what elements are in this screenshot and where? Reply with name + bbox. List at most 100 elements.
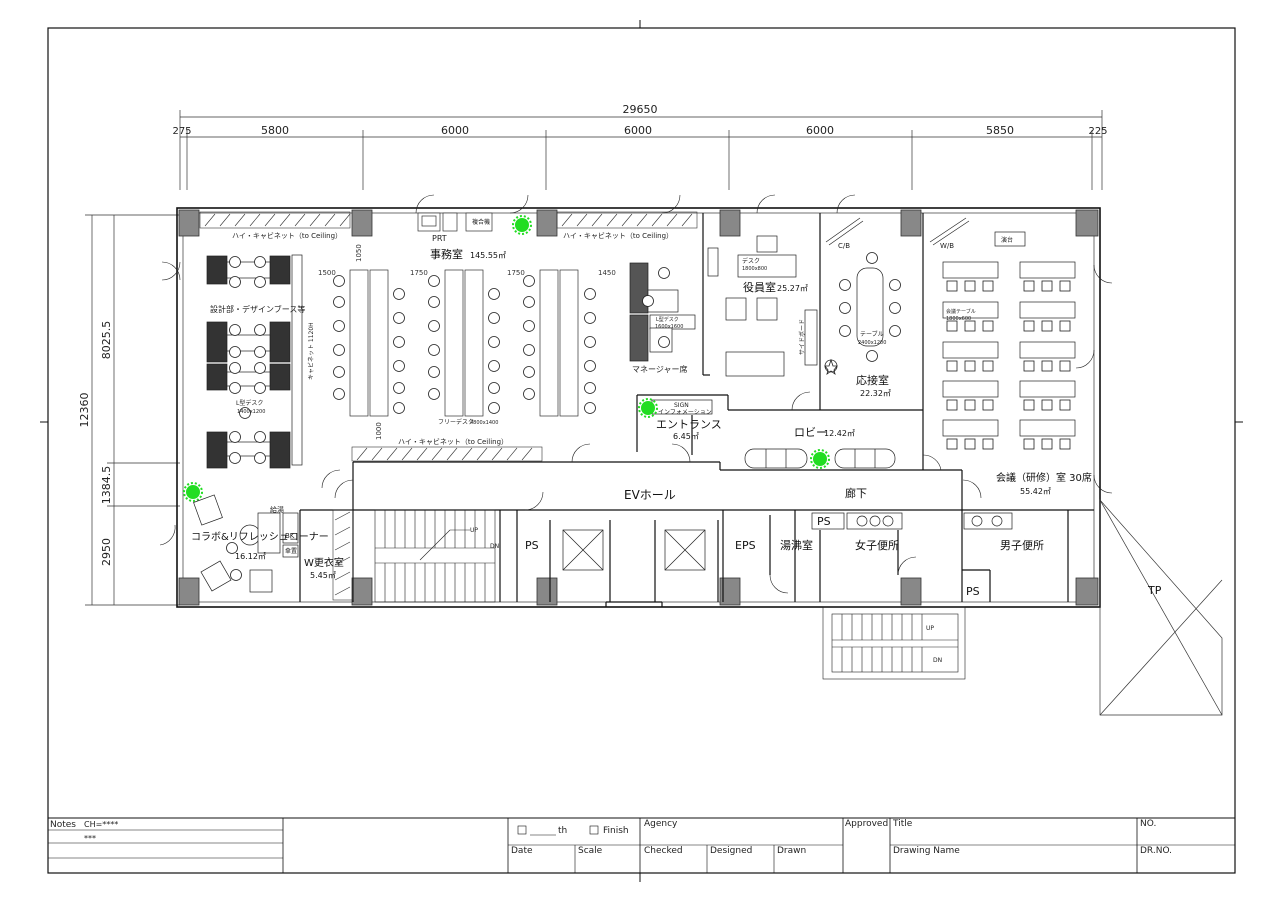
plant-star-icon	[824, 358, 838, 375]
tb-notes-value2: ***	[84, 834, 96, 843]
tb-drawing-name: Drawing Name	[893, 846, 960, 856]
title-block	[48, 817, 1235, 873]
room-executive-area: 25.27㎡	[777, 284, 808, 293]
room-locker-area: 5.45㎡	[310, 571, 336, 580]
dim-minor: 1050	[355, 244, 363, 262]
label-exec-desk-size: 1800x800	[742, 266, 767, 272]
room-office-area: 145.55㎡	[470, 251, 506, 260]
label-design-dept: 設計部・デザインブース等	[210, 304, 305, 314]
dim-vertical: 2950	[100, 538, 113, 566]
label-l-desk2-size: 1600x1600	[655, 324, 683, 330]
label-cabinet-side: キャビネット 1120H	[307, 322, 315, 380]
label-stair-up: UP	[926, 625, 934, 632]
printer-area	[417, 212, 493, 232]
dim-span: 5850	[986, 124, 1014, 137]
label-high-cabinet: ハイ・キャビネット（to Ceiling）	[398, 437, 508, 446]
tb-designed: Designed	[710, 846, 753, 856]
tb-scale: Scale	[578, 846, 603, 856]
plant-icon	[810, 449, 830, 469]
stairs-main	[374, 509, 496, 603]
lobby-sofas	[744, 448, 896, 469]
high-cabinets	[199, 211, 698, 601]
dim-vertical-total: 12360	[78, 393, 91, 428]
room-women-wc-name: 女子便所	[855, 538, 899, 552]
label-stair-up: UP	[470, 527, 478, 534]
dim-vertical: 1384.5	[100, 466, 113, 505]
label-exec-desk: デスク	[742, 257, 760, 265]
label-conf-table: 会議テーブル	[946, 308, 976, 315]
tb-drno: DR.NO.	[1140, 846, 1173, 856]
plant-icon	[512, 215, 532, 235]
label-kyuto: 給湯	[270, 505, 284, 514]
room-reception-name: 応接室	[856, 373, 889, 387]
toilet-fixtures	[846, 512, 1013, 530]
dim-span: 5800	[261, 124, 289, 137]
door-swings	[159, 194, 1113, 594]
ps-box	[811, 512, 845, 530]
room-tp: TP	[1147, 584, 1162, 597]
label-free-desk-size: 4800x1400	[470, 420, 498, 426]
dim-span: 225	[1088, 126, 1107, 137]
room-collab-name: コラボ&リフレッシュコーナー	[191, 531, 329, 543]
label-wb: W/B	[940, 242, 954, 250]
label-bk: BK	[285, 532, 295, 540]
plant-icon	[183, 482, 203, 502]
dim-span: 6000	[624, 124, 652, 137]
tb-date: Date	[511, 846, 533, 856]
room-reception-area: 22.32㎡	[860, 389, 891, 398]
tb-approved: Approved	[845, 819, 889, 829]
dim-overall: 29650	[623, 103, 658, 116]
room-kitchen-name: 湯沸室	[780, 538, 813, 552]
label-kaso: 傘置	[285, 547, 297, 555]
room-ev-hall-name: EVホール	[624, 488, 676, 502]
side-board	[804, 309, 818, 366]
label-stair-dn: DN	[490, 543, 499, 550]
tb-checked: Checked	[644, 846, 683, 856]
tb-agency: Agency	[644, 819, 678, 829]
sheet-border	[47, 27, 1236, 874]
label-stair-dn: DN	[933, 657, 942, 664]
room-office-name: 事務室	[430, 247, 463, 261]
conference-tables	[929, 217, 1076, 437]
dim-minor: 1750	[410, 269, 428, 277]
dim-span: 6000	[806, 124, 834, 137]
label-information: インフォメーション	[658, 409, 712, 416]
room-conference-area: 55.42㎡	[1020, 487, 1051, 496]
reception-furniture	[825, 217, 884, 347]
room-executive-name: 役員室	[743, 280, 776, 294]
tb-title: Title	[893, 819, 913, 829]
elevators	[562, 529, 706, 571]
partitions	[299, 213, 1094, 607]
dim-minor: 1450	[598, 269, 616, 277]
label-cb: C/B	[838, 242, 850, 250]
tb-notes-label: Notes	[50, 820, 76, 830]
room-conference-name: 会議（研修）室 30席	[996, 471, 1092, 484]
dim-span: 275	[172, 126, 191, 137]
label-free-desk: フリーデスク	[438, 418, 474, 426]
room-locker-name: W更衣室	[304, 556, 344, 569]
room-lobby-name: ロビー	[794, 426, 827, 439]
tb-th-label: th	[558, 826, 568, 836]
tb-notes-value: CH=****	[84, 820, 119, 829]
room-collab-area: 16.12㎡	[235, 552, 266, 561]
collab-furniture	[193, 494, 299, 593]
desk-islands	[349, 269, 579, 417]
room-ps: PS	[817, 515, 831, 528]
room-men-wc-name: 男子便所	[1000, 539, 1044, 552]
room-entrance-area: 6.45㎡	[673, 432, 699, 441]
left-dimensions	[85, 214, 180, 606]
room-ps: PS	[966, 585, 980, 598]
label-side-board: サイドボード	[798, 319, 806, 355]
room-ps: PS	[525, 539, 539, 552]
tp-area	[1099, 499, 1223, 716]
top-dimensions	[179, 110, 1103, 190]
label-high-cabinet: ハイ・キャビネット（to Ceiling）	[563, 231, 673, 240]
room-corridor-name: 廊下	[845, 486, 867, 500]
label-table: テーブル	[860, 330, 884, 338]
design-booth-chairs	[229, 256, 266, 464]
label-high-cabinet: ハイ・キャビネット（to Ceiling）	[232, 231, 342, 240]
label-conf-table-size: 1800x600	[946, 316, 971, 322]
dim-minor: 1500	[318, 269, 336, 277]
executive-furniture	[707, 235, 797, 377]
dim-minor: 1750	[507, 269, 525, 277]
